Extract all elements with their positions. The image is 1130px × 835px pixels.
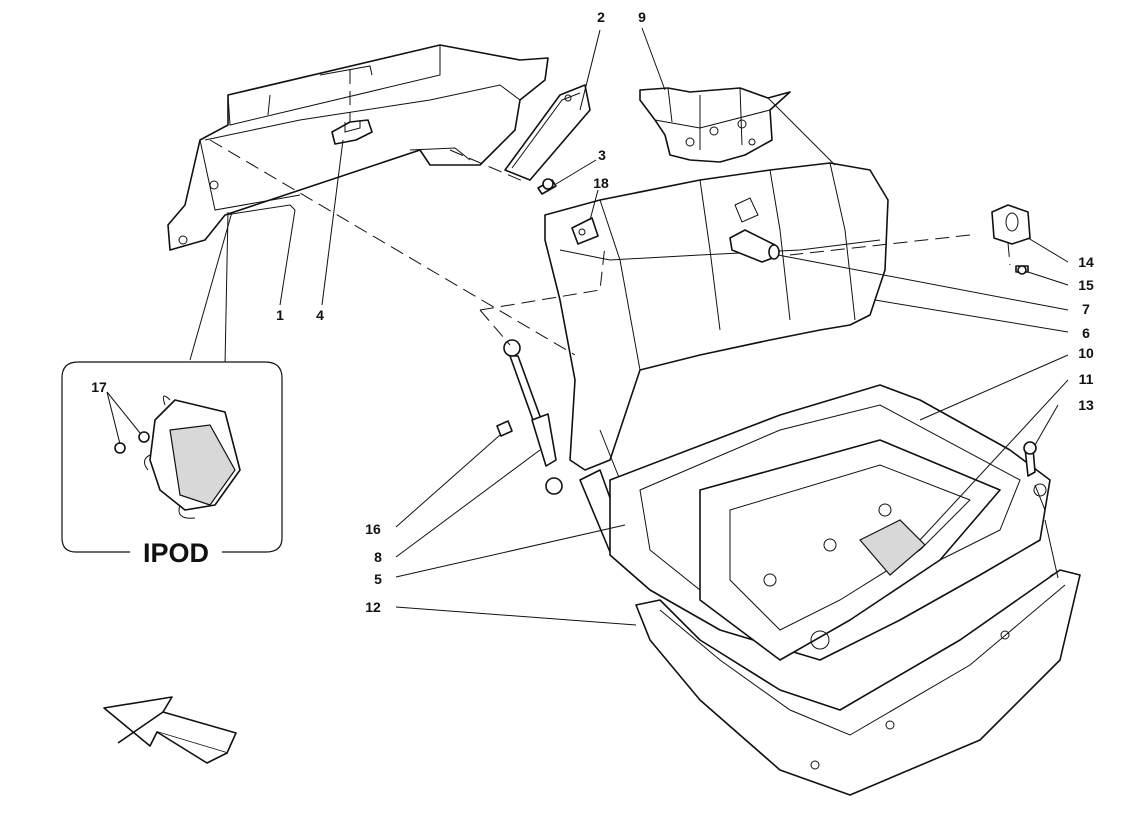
callout-8: 8	[374, 549, 382, 565]
part-12-lower-shell	[635, 569, 1081, 796]
assembly-lines	[209, 70, 1011, 356]
ipod-inset: IPOD 17	[61, 361, 283, 568]
callout-16: 16	[365, 521, 381, 537]
part-2-cover-plate	[504, 84, 591, 181]
part-18-bracket	[571, 217, 599, 245]
callout-15: 15	[1078, 277, 1094, 293]
arrow-icon	[103, 696, 237, 764]
ipod-holder	[114, 395, 241, 519]
callout-2: 2	[597, 9, 605, 25]
part-16-block	[496, 420, 513, 437]
ipod-title: IPOD	[143, 538, 209, 568]
callout-9: 9	[638, 9, 646, 25]
callout-5: 5	[374, 571, 382, 587]
callout-1: 1	[276, 307, 284, 323]
part-15-screw	[1015, 265, 1029, 275]
callout-18: 18	[593, 175, 609, 191]
callout-17: 17	[91, 379, 107, 395]
part-6-door-panel	[544, 162, 889, 471]
part-14-bumper	[991, 204, 1031, 245]
callout-11: 11	[1079, 371, 1094, 387]
callout-14: 14	[1078, 254, 1094, 270]
part-8-gas-strut	[503, 339, 563, 495]
callout-labels: 1 2 3 4 5 6 7 8 9 10 11 12 13 14 15 16 1…	[276, 9, 1094, 615]
callout-7: 7	[1082, 301, 1090, 317]
part-11-inner-tray	[699, 439, 1001, 661]
callout-10: 10	[1078, 345, 1094, 361]
callout-6: 6	[1082, 325, 1090, 341]
part-9-latch	[639, 87, 791, 163]
callout-13: 13	[1078, 397, 1094, 413]
callout-3: 3	[598, 147, 606, 163]
part-7-pin	[729, 229, 780, 263]
leader-lines	[189, 27, 1069, 626]
part-3-screw	[537, 178, 557, 195]
callout-4: 4	[316, 307, 324, 323]
part-13-bolt	[1023, 441, 1037, 477]
callout-12: 12	[365, 599, 381, 615]
part-1-upper-housing	[167, 44, 549, 251]
